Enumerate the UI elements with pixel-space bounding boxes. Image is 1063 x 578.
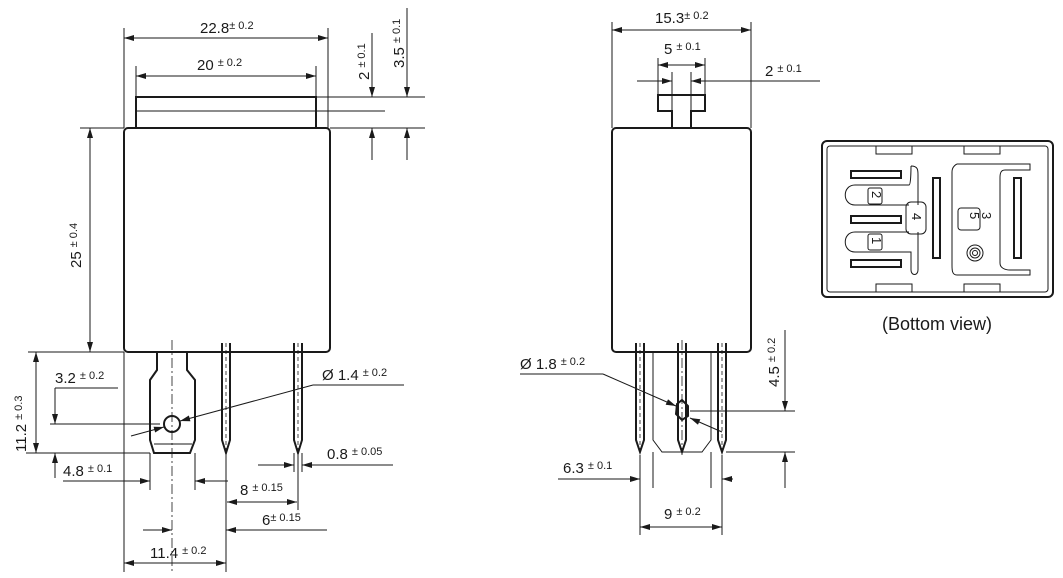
pin-label-4: 4 (909, 213, 924, 220)
dim-blade-width: 4.8± 0.1 (63, 463, 112, 480)
pin-label-5: 5 (967, 212, 982, 219)
side-view: 22.8± 0.2 20± 0.2 2± 0.1 3.5± 0.1 25± 0.… (13, 8, 425, 572)
dim-cap-width: 20± 0.2 (197, 57, 242, 74)
bottom-view: 2 4 1 3 5 (Bottom view) (821, 140, 1054, 334)
pin-label-2: 2 (869, 191, 884, 198)
terminal-hole (674, 398, 689, 422)
dim-body-height: 25± 0.4 (68, 223, 85, 268)
dim-pin-thickness: 0.8± 0.05 (327, 446, 382, 463)
dim-hole-diameter-front: Ø 1.8± 0.2 (520, 356, 585, 373)
relay-body (611, 127, 752, 353)
pin-label-3: 3 (979, 212, 994, 219)
dim-hole-offset: 3.2± 0.2 (55, 370, 104, 387)
dim-hole-height: 4.5± 0.2 (766, 338, 783, 387)
dim-pin-spacing: 9± 0.2 (664, 506, 701, 523)
dim-cap-height: 3.5± 0.1 (391, 19, 408, 68)
dim-pin-pitch-8: 8± 0.15 (240, 482, 283, 499)
dim-body-width: 22.8± 0.2 (200, 20, 254, 37)
pin-label-1: 1 (869, 237, 884, 244)
dim-pin-offset: 11.4± 0.2 (150, 545, 206, 562)
relay-cap (135, 96, 317, 129)
center-mark-icon (966, 244, 984, 262)
dim-pin-pitch-6: 6± 0.15 (262, 512, 301, 529)
terminal-slot (850, 259, 902, 268)
top-tab (657, 94, 706, 128)
dim-pin-length: 11.2± 0.3 (13, 396, 30, 452)
dim-tab-stem: 2± 0.1 (765, 63, 802, 80)
dim-hole-diameter: Ø 1.4± 0.2 (322, 367, 387, 384)
front-view: 15.3± 0.2 5± 0.1 2± 0.1 Ø 1.8± 0.2 4.5± … (520, 10, 820, 535)
dim-blade-width-front: 6.3± 0.1 (563, 460, 612, 477)
blade-terminal (149, 352, 196, 454)
terminal-slot (932, 177, 941, 259)
dim-cap-step: 2± 0.1 (356, 43, 373, 80)
terminal-slot (1013, 177, 1022, 259)
terminal-slot (850, 215, 902, 224)
pin (293, 343, 303, 457)
bottom-view-caption: (Bottom view) (882, 314, 992, 334)
terminal-slot (850, 170, 902, 179)
relay-body (123, 127, 331, 353)
dim-tab-width: 5± 0.1 (664, 41, 701, 58)
dim-side-width: 15.3± 0.2 (655, 10, 709, 27)
